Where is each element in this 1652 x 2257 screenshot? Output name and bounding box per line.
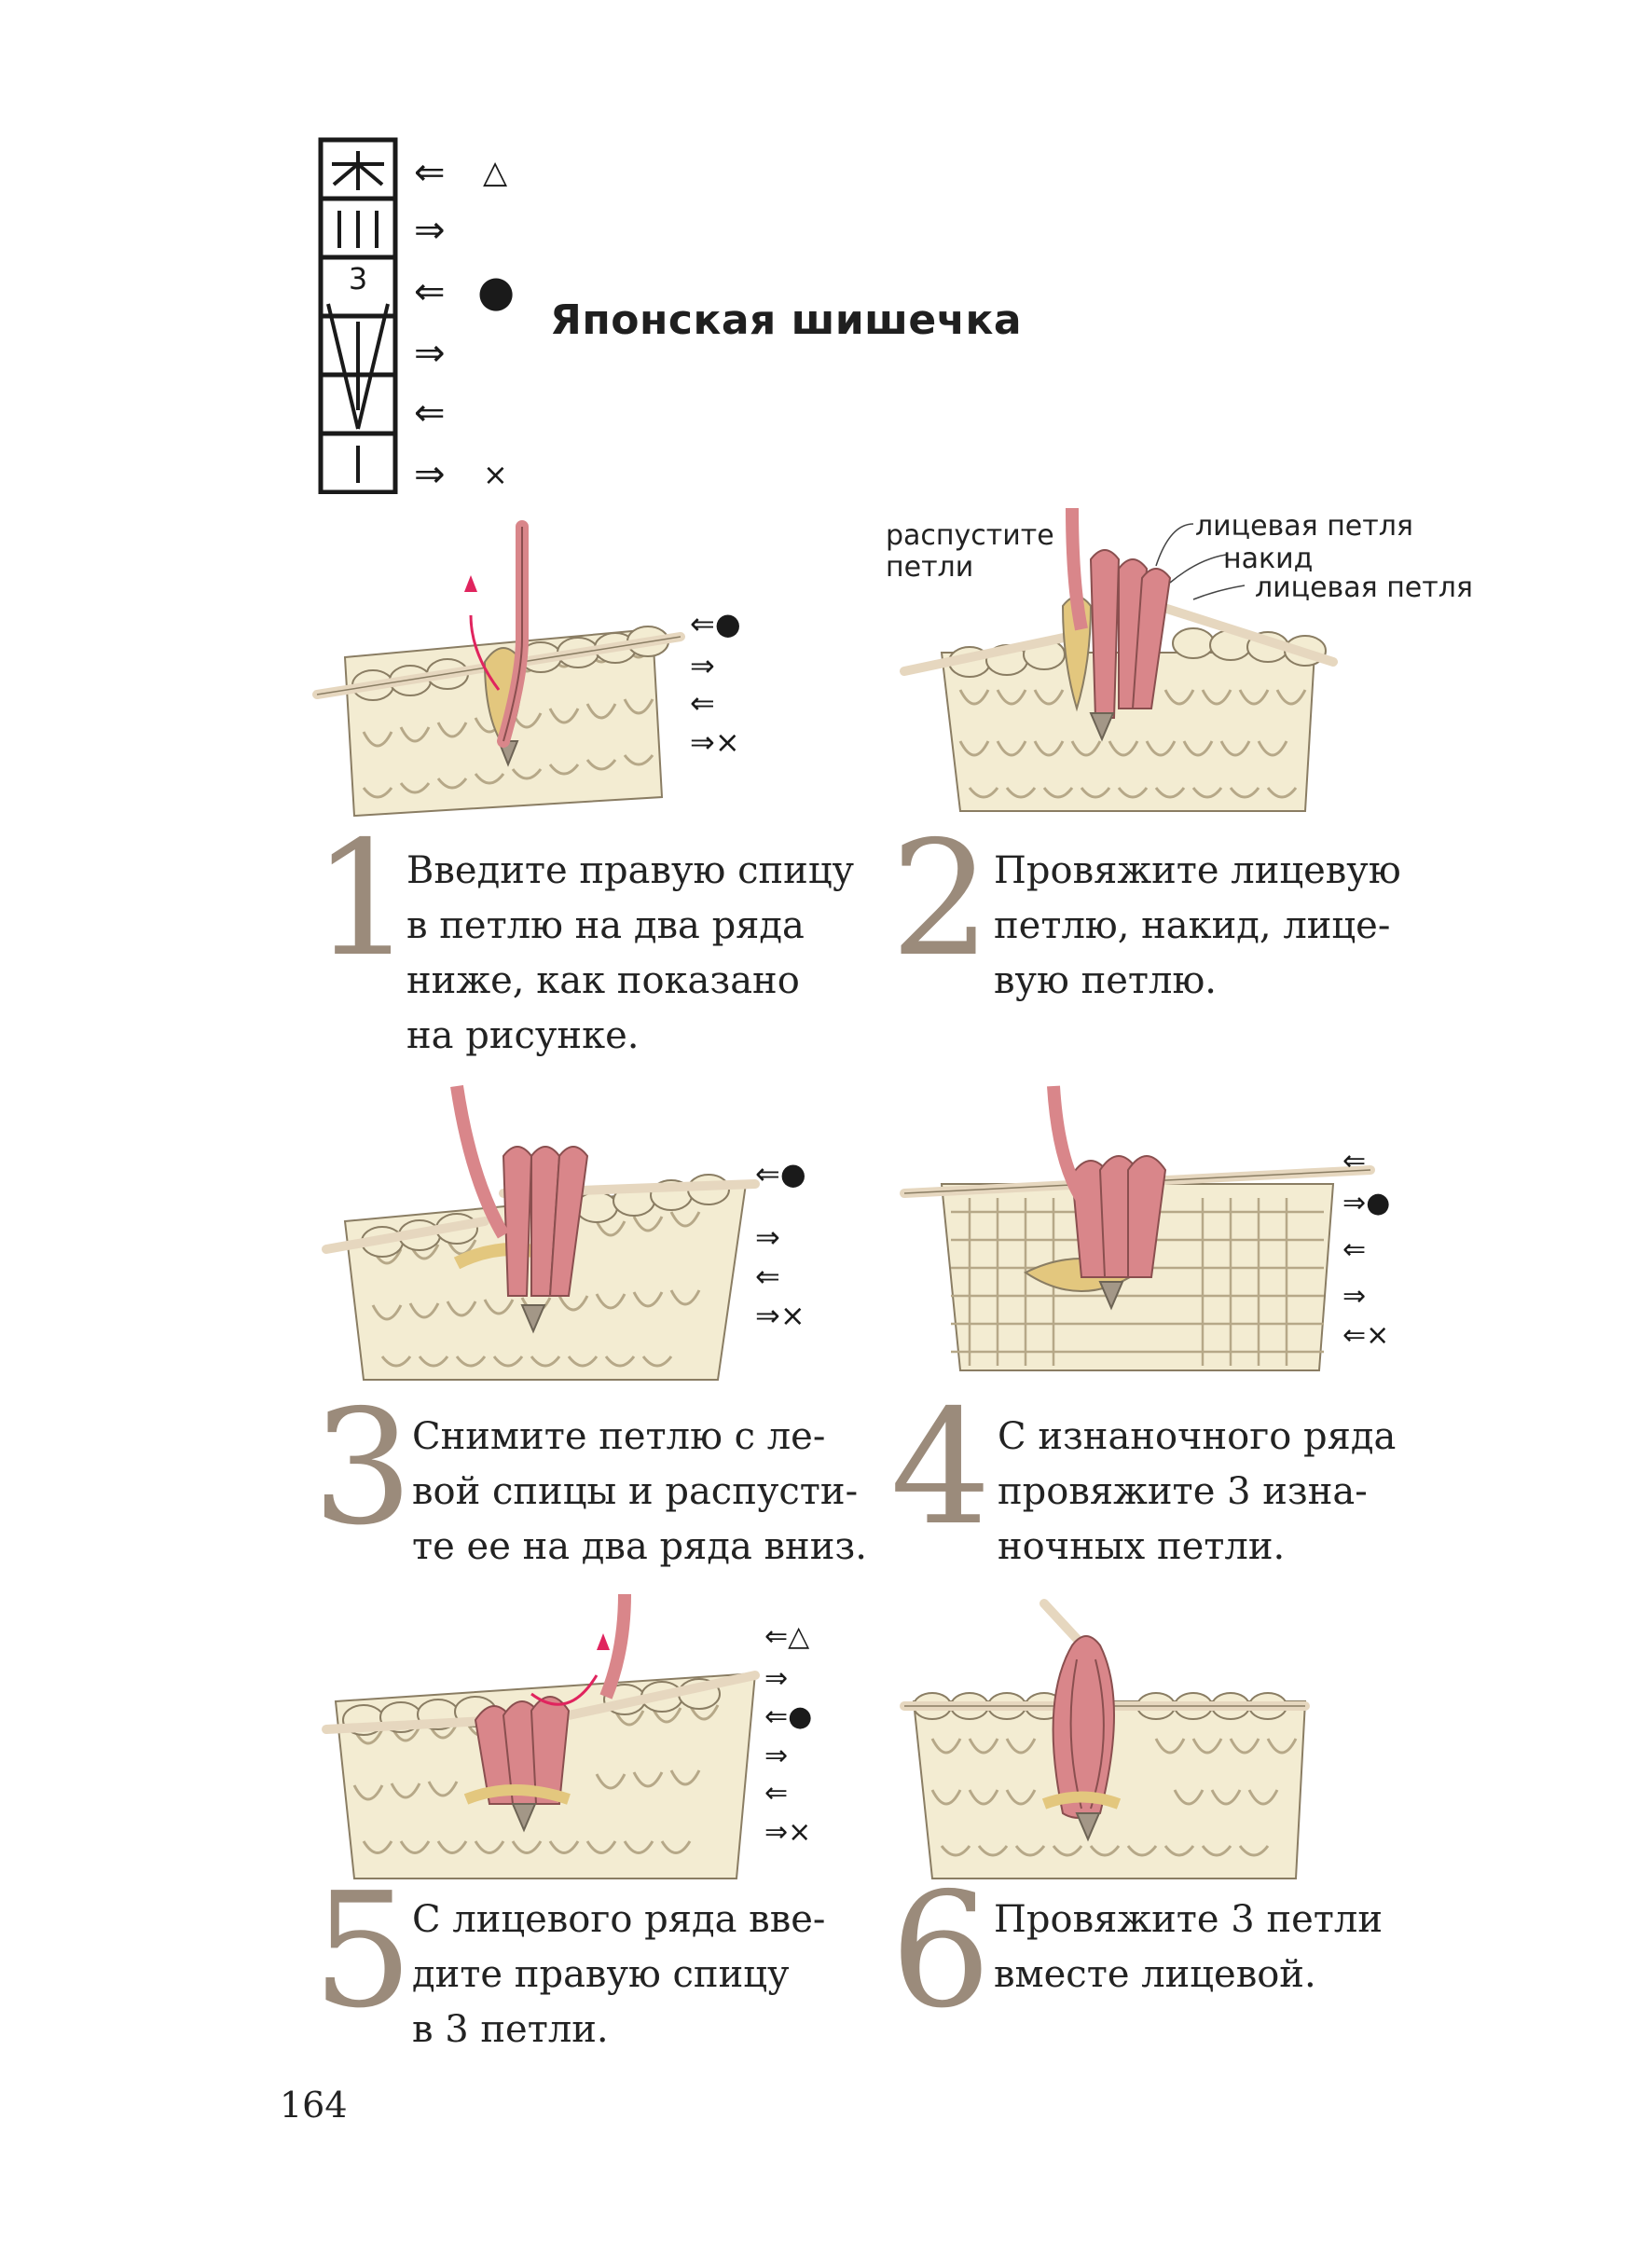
step-text: Снимите петлю с ле- вой спицы и распусти…	[412, 1415, 867, 1568]
label-yarnover: накид	[1223, 543, 1314, 575]
illustration-step-3: ⇐● ⇒ ⇐ ⇒×	[322, 1084, 806, 1381]
illustration-step-2	[900, 507, 1338, 812]
page-number: 164	[280, 2085, 348, 2126]
row-mark: ⇒×	[764, 1816, 811, 1849]
illustration-step-5: ⇐△ ⇒ ⇐● ⇒ ⇐ ⇒×	[322, 1593, 812, 1879]
row-mark: ⇒	[690, 648, 715, 683]
chart-row-mark: △	[483, 154, 508, 191]
row-mark: ⇐△	[764, 1620, 809, 1653]
step-text: Введите правую спицу в петлю на два ряда…	[406, 849, 855, 1057]
illustration-step-6	[900, 1599, 1310, 1879]
label-knit-2: лицевая петля	[1255, 571, 1473, 604]
chart-row-arrow: ⇐	[414, 392, 446, 434]
chart-row-mark: ●	[477, 266, 515, 316]
step-number: 3	[312, 1376, 414, 1561]
chart-row-mark: ×	[483, 457, 508, 492]
row-mark: ⇒●	[1342, 1187, 1390, 1219]
step-text: Провяжите 3 петли вместе лицевой.	[994, 1898, 1383, 1996]
illustration-step-4: ⇐ ⇒● ⇐ ⇒ ⇐×	[900, 1085, 1390, 1371]
row-mark: ⇒×	[755, 1298, 805, 1333]
step-text: С изнаночного ряда провяжите 3 изна- ноч…	[998, 1415, 1397, 1568]
chart-row-arrow: ⇐	[414, 270, 446, 313]
row-mark: ⇐×	[1342, 1319, 1389, 1352]
row-mark: ⇒×	[690, 724, 740, 760]
illustration-step-1: ⇐● ⇒ ⇐ ⇒×	[312, 520, 741, 818]
row-mark: ⇐	[755, 1259, 780, 1294]
page-title: Японская шишечка	[550, 296, 1023, 344]
row-mark: ⇐●	[690, 606, 741, 641]
step-number: 5	[312, 1859, 414, 2044]
step-number: 1	[312, 807, 414, 992]
three-knit-symbol	[337, 211, 379, 248]
chart-row-arrow: ⇐	[414, 151, 446, 194]
row-mark: ⇐	[1342, 1233, 1366, 1266]
step-text: С лицевого ряда вве- дите правую спицу в…	[412, 1898, 826, 2051]
row-mark: ⇒	[755, 1219, 780, 1255]
step-number: 6	[890, 1859, 992, 2044]
row-mark: ⇐	[764, 1777, 788, 1810]
row-mark: ⇐●	[764, 1700, 812, 1733]
row-mark: ⇒	[764, 1740, 788, 1772]
bobble-symbol	[326, 303, 390, 430]
label-unravel: распустите петли	[886, 519, 1054, 584]
row-mark: ⇐	[690, 685, 715, 721]
step-number: 2	[890, 807, 992, 992]
row-mark: ⇐	[1342, 1145, 1366, 1177]
row-mark: ⇐●	[755, 1156, 806, 1191]
label-knit-1: лицевая петля	[1195, 510, 1413, 543]
chart-row-arrow: ⇒	[414, 209, 446, 252]
row-mark: ⇒	[1342, 1280, 1366, 1313]
symbol-chart: 3 ⇐ △ ⇒ ⇐ ● ⇒ ⇐ ⇒ ×	[318, 137, 515, 494]
step-number: 4	[890, 1376, 992, 1561]
chart-row-arrow: ⇒	[414, 453, 446, 494]
step-text: Провяжите лицевую петлю, накид, лице- ву…	[994, 849, 1401, 1002]
row-mark: ⇒	[764, 1662, 788, 1695]
k3tog-symbol	[332, 151, 384, 190]
chart-cell-number: 3	[349, 261, 367, 296]
chart-row-arrow: ⇒	[414, 332, 446, 375]
